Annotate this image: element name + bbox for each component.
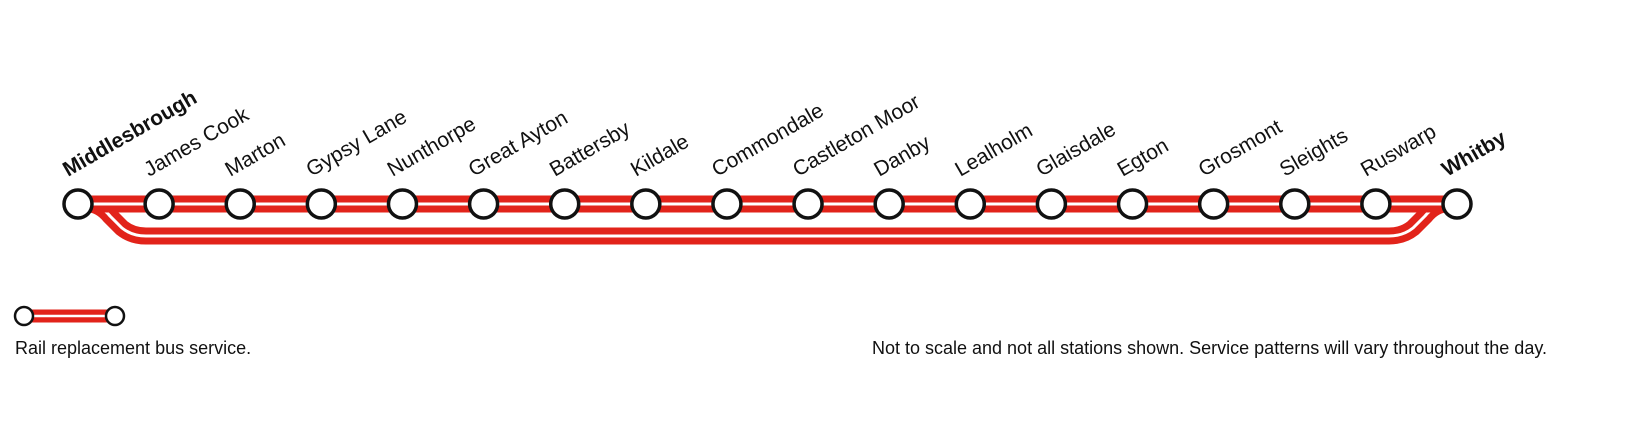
station-marker xyxy=(467,188,500,220)
station-marker xyxy=(792,188,824,220)
station-marker xyxy=(305,188,338,220)
station-marker xyxy=(873,188,905,220)
station-marker xyxy=(1441,188,1473,220)
station-marker xyxy=(1116,188,1149,220)
station-marker xyxy=(1197,188,1230,220)
station-marker xyxy=(1360,188,1392,220)
station-marker xyxy=(62,188,94,220)
station-label: Egton xyxy=(1114,134,1173,181)
station-label: Whitby xyxy=(1438,126,1510,181)
station-marker xyxy=(224,188,256,220)
station-label: Glaisdale xyxy=(1032,118,1119,182)
station-marker xyxy=(630,188,662,220)
station-label: Lealholm xyxy=(951,119,1036,182)
legend-station-marker xyxy=(104,305,126,327)
legend-label: Rail replacement bus service. xyxy=(15,338,252,358)
station-label: Kildale xyxy=(627,130,693,181)
footnote: Not to scale and not all stations shown.… xyxy=(871,338,1547,358)
station-label: Marton xyxy=(221,129,289,182)
station-label: Ruswarp xyxy=(1357,120,1440,181)
station-marker xyxy=(386,188,419,220)
station-label: Sleights xyxy=(1276,124,1352,181)
station-label: Danby xyxy=(870,131,935,182)
legend-station-marker xyxy=(13,305,35,327)
station-label: Grosmont xyxy=(1195,115,1286,181)
station-label: Middlesbrough xyxy=(59,86,201,181)
station-marker xyxy=(954,188,987,220)
station-marker xyxy=(548,188,581,220)
station-marker xyxy=(1035,188,1068,220)
station-marker xyxy=(143,188,175,220)
station-marker xyxy=(711,188,743,220)
station-marker xyxy=(1279,188,1311,220)
